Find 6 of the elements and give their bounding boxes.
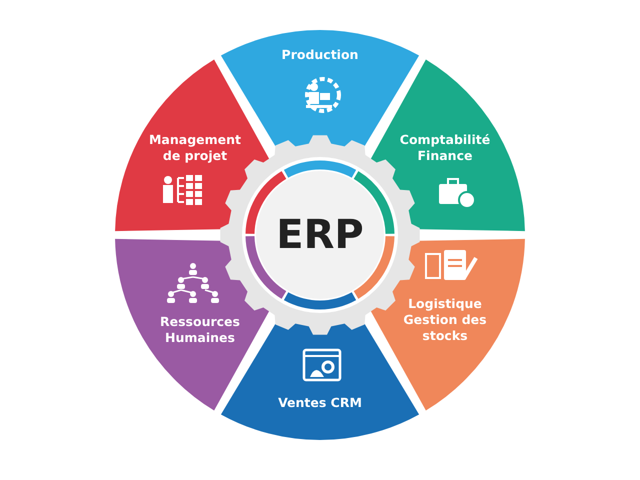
segment-label: Production [265, 47, 375, 63]
segment-label: Ressources Humaines [145, 314, 255, 346]
segment-label: Ventes CRM [265, 395, 375, 411]
segment-label: Logistique Gestion des stocks [402, 296, 488, 344]
segment-label: Comptabilité Finance [390, 132, 500, 164]
segment-label: Management de projet [140, 132, 250, 164]
